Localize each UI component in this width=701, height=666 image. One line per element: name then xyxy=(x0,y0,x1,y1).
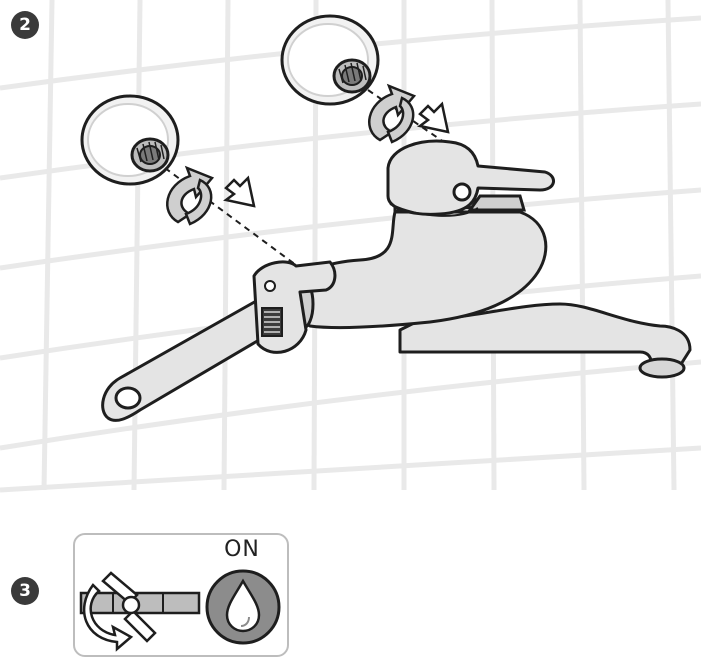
water-drop-icon xyxy=(205,569,281,645)
step2-illustration xyxy=(0,0,701,493)
step-number-badge: 3 xyxy=(11,577,39,605)
tile-wall xyxy=(0,0,701,493)
push-arrow-icon xyxy=(417,101,450,134)
right-eccentric-connector xyxy=(332,58,372,94)
left-eccentric-connector xyxy=(130,137,170,173)
adjustable-wrench xyxy=(101,260,337,422)
valve-handle-icon xyxy=(101,571,157,643)
faucet-lever xyxy=(386,139,555,217)
rotate-arrow-icon xyxy=(368,83,417,144)
push-arrow-icon xyxy=(223,175,256,208)
faucet-spout xyxy=(398,302,692,379)
step3-illustration xyxy=(79,569,281,652)
step-number-badge: 2 xyxy=(11,11,39,39)
left-wall-rosette xyxy=(80,94,180,186)
rotate-arrow-icon xyxy=(166,165,215,226)
right-wall-rosette xyxy=(280,14,380,106)
status-label: ON xyxy=(224,537,260,562)
rotate-arrow-icon xyxy=(82,583,134,652)
